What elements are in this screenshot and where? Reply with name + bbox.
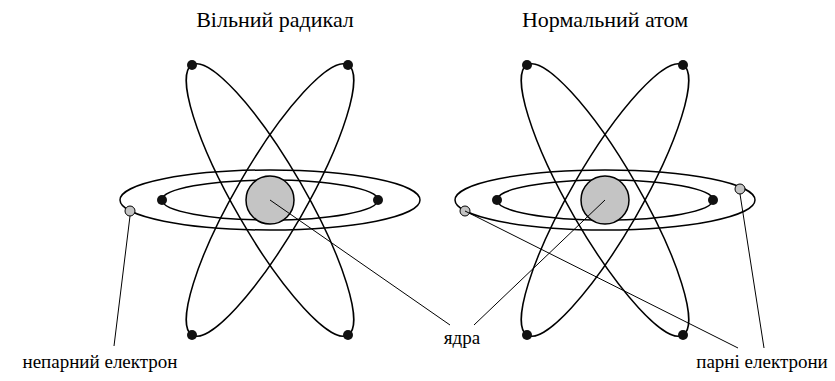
callout-label: непарний електрон [23, 352, 178, 373]
electron [343, 60, 353, 70]
leader-lines [114, 194, 764, 348]
unpaired-electron [125, 206, 135, 216]
leader-line [474, 200, 605, 325]
leader-line [740, 194, 764, 348]
atom-title: Вільний радикал [196, 8, 354, 32]
electron [678, 60, 688, 70]
electron [678, 330, 688, 340]
paired-electron [735, 184, 745, 194]
electron [187, 60, 197, 70]
leader-line [270, 200, 450, 325]
leader-line [114, 216, 130, 346]
electron [187, 330, 197, 340]
electron [492, 195, 502, 205]
callout-label: парні електрони [696, 352, 828, 373]
electron [343, 330, 353, 340]
electron [157, 195, 167, 205]
electron [373, 195, 383, 205]
leader-line [465, 211, 738, 348]
electron [522, 60, 532, 70]
electron [708, 195, 718, 205]
callout-label: ядра [444, 328, 480, 349]
normal-atom [455, 47, 755, 352]
electron [522, 330, 532, 340]
atom-title: Нормальний атом [522, 8, 688, 32]
